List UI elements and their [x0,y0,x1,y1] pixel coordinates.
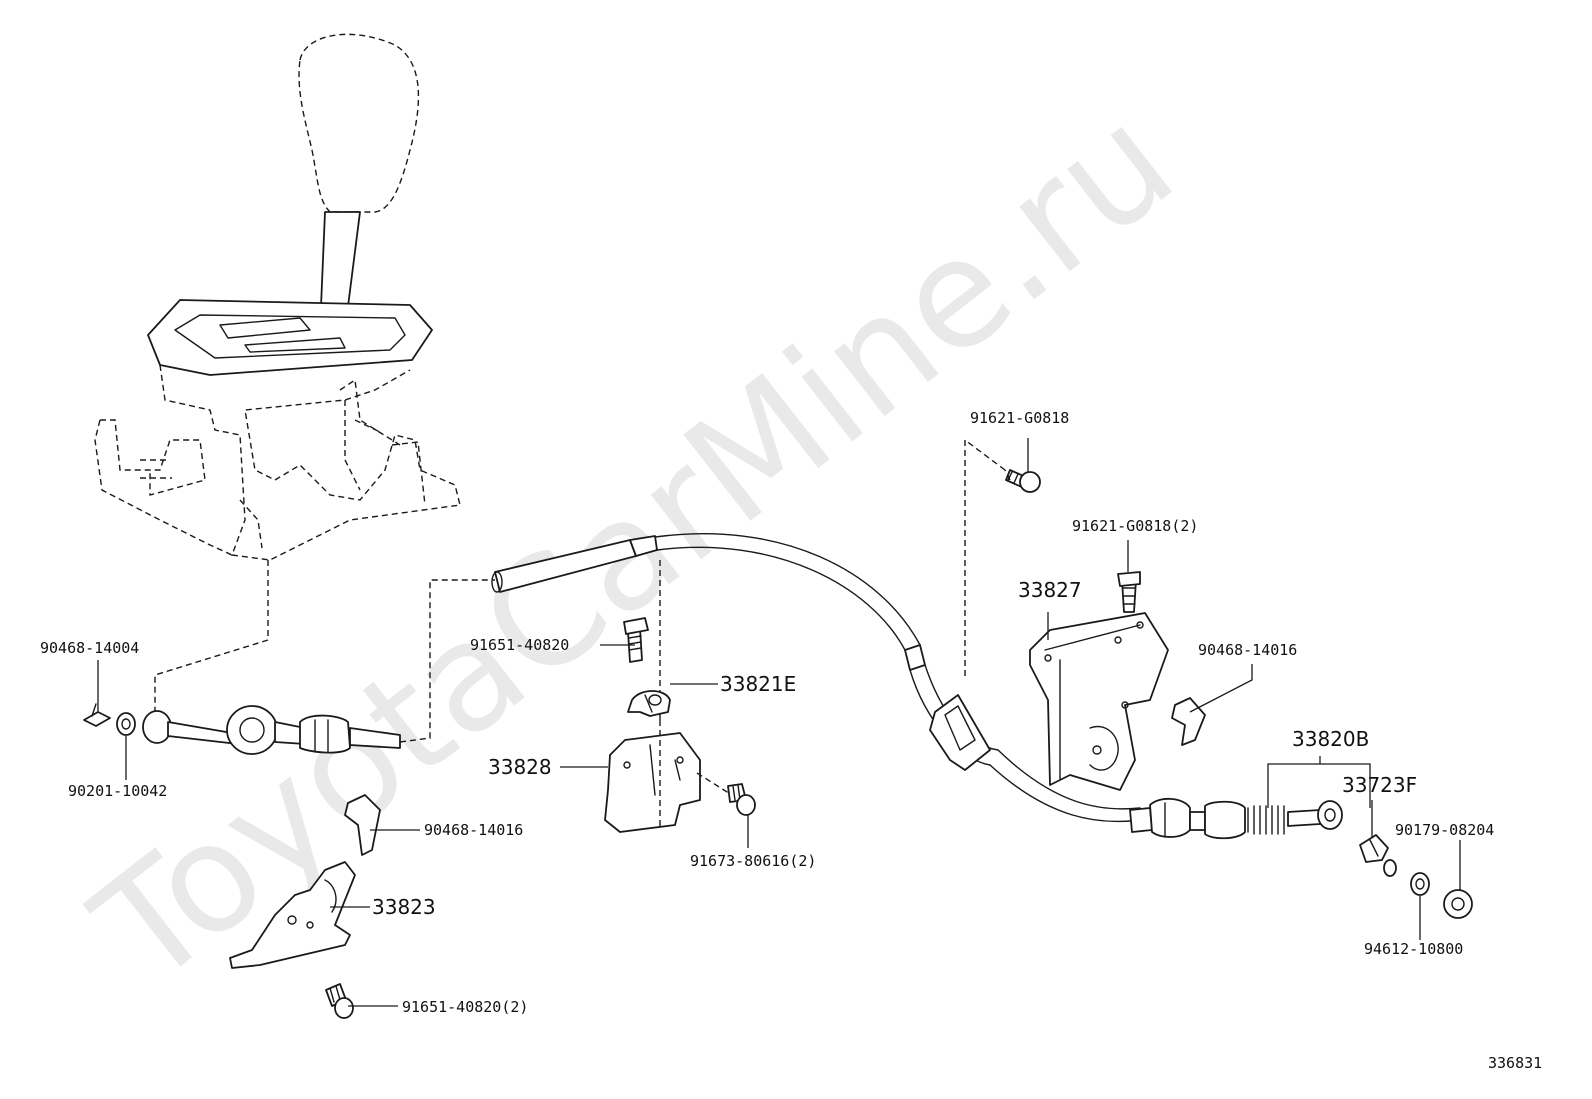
label-91621-G0818: 91621-G0818 [970,409,1069,427]
label-90201-10042: 90201-10042 [68,782,167,800]
clip-90468-14016-right [1171,697,1206,746]
label-33827: 33827 [1018,578,1082,602]
bolt-91673-80616 [727,783,756,816]
bushing-33723F [1359,834,1397,877]
bolt-91621-G0818-2 [1117,571,1141,613]
label-94612-10800: 94612-10800 [1364,940,1463,958]
label-90468-14004: 90468-14004 [40,639,139,657]
cable-shifter-end [142,579,495,755]
bracket-33828 [604,560,736,833]
label-91673-80616: 91673-80616(2) [690,852,816,870]
label-91621-G0818-2: 91621-G0818(2) [1072,517,1198,535]
shift-lever-assembly [94,33,461,712]
lever-33823 [229,861,356,969]
nut-90179-08204 [1443,889,1473,919]
label-33823: 33823 [372,895,436,919]
label-33828: 33828 [488,755,552,779]
label-91651-40820-2: 91651-40820(2) [402,998,528,1016]
callout-labels: 90468-14004 90201-10042 91651-40820 3382… [40,409,1494,1016]
washer-94612-10800 [1410,872,1430,896]
shift-cable [491,533,1141,823]
label-33821E: 33821E [720,672,796,696]
leader-lines [97,438,1461,1007]
bracket-33827 [1029,612,1169,791]
clip-33821E [627,690,671,717]
clip-90468-14004 [83,703,111,727]
label-33723F: 33723F [1342,773,1417,797]
bolt-91651-40820-2 [325,983,354,1019]
label-90468-14016-left: 90468-14016 [424,821,523,839]
cable-grommet [929,694,991,771]
bolt-91621-G0818 [1005,469,1041,493]
label-90179-08204: 90179-08204 [1395,821,1494,839]
washer-90201-10042 [116,712,136,736]
clip-90468-14016-left [344,794,381,856]
label-33820B: 33820B [1292,727,1369,751]
label-90468-14016-right: 90468-14016 [1198,641,1297,659]
cable-transmission-end [1129,798,1343,840]
label-91651-40820: 91651-40820 [470,636,569,654]
figure-number: 336831 [1488,1054,1542,1072]
